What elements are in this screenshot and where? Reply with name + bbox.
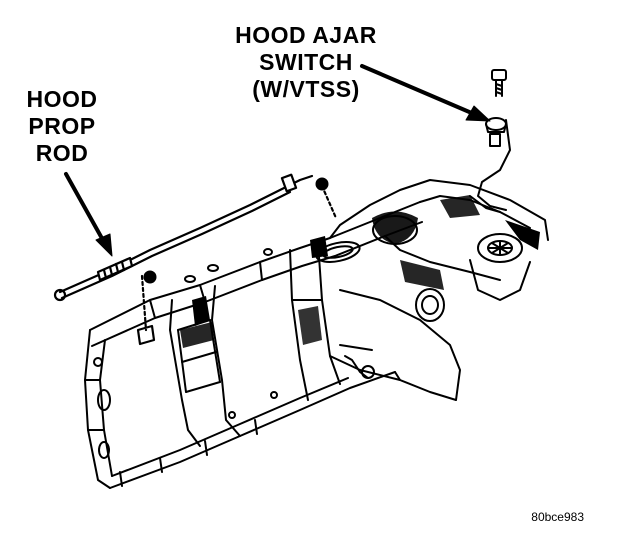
hood-prop-rod-label: HOOD PROP ROD: [12, 86, 112, 167]
callout-line: (W/VTSS): [252, 76, 360, 102]
hood-prop-rod: [53, 173, 338, 346]
callout-line: ROD: [35, 140, 89, 166]
hood-ajar-switch-label: HOOD AJAR SWITCH (W/VTSS): [222, 22, 390, 103]
callout-line: HOOD AJAR: [235, 22, 377, 48]
leader-arrows: [64, 64, 491, 257]
hood-ajar-switch: [469, 69, 511, 213]
callout-line: PROP: [28, 113, 96, 139]
body-shading: [180, 195, 540, 348]
radiator-support: [84, 201, 423, 489]
figure-id: 80bce983: [531, 510, 584, 524]
fender-apron: [315, 179, 549, 401]
callout-line: HOOD: [26, 86, 98, 112]
clip-marker: [143, 270, 157, 284]
clip-marker: [315, 177, 329, 191]
callout-line: SWITCH: [259, 49, 353, 75]
